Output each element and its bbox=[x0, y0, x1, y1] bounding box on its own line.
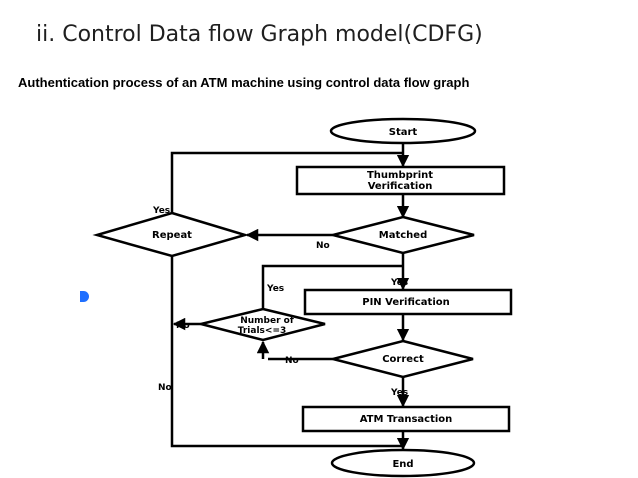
edge-label-no-trials: No bbox=[176, 321, 190, 331]
correct-decision: Correct bbox=[332, 339, 474, 379]
trials-decision: Number of Trials<=3 bbox=[200, 307, 326, 342]
thumbprint-label-line1: Thumbprint bbox=[367, 170, 433, 181]
repeat-label: Repeat bbox=[152, 230, 192, 241]
atm-transaction-node: ATM Transaction bbox=[301, 405, 511, 433]
thumbprint-label-line2: Verification bbox=[368, 181, 433, 192]
edge-label-yes-trials: Yes bbox=[266, 284, 284, 294]
slide-subtitle: Authentication process of an ATM machine… bbox=[18, 75, 470, 90]
bullet-marker bbox=[80, 291, 89, 302]
trials-label-line1: Number of bbox=[240, 316, 294, 326]
edge-label-yes-correct: Yes bbox=[390, 388, 408, 398]
repeat-decision: Repeat bbox=[92, 211, 250, 258]
matched-decision: Matched bbox=[332, 215, 475, 255]
edge-label-yes-matched: Yes bbox=[390, 278, 408, 288]
trials-label-line2: Trials<=3 bbox=[238, 326, 287, 336]
atm-transaction-label: ATM Transaction bbox=[360, 414, 453, 425]
pin-verification-node: PIN Verification bbox=[303, 288, 513, 316]
start-node: Start bbox=[329, 117, 477, 145]
edge-label-no-correct: No bbox=[285, 356, 299, 366]
edge-label-no-matched: No bbox=[316, 241, 330, 251]
correct-label: Correct bbox=[382, 354, 424, 365]
edge-label-yes-repeat: Yes bbox=[152, 206, 170, 216]
matched-label: Matched bbox=[379, 230, 427, 241]
end-label: End bbox=[392, 459, 413, 470]
pin-label: PIN Verification bbox=[362, 297, 450, 308]
edge-labels: Yes No Yes Yes No No Yes No bbox=[152, 206, 408, 398]
end-node: End bbox=[330, 448, 476, 478]
slide-title: ii. Control Data flow Graph model(CDFG) bbox=[36, 22, 483, 47]
connectors bbox=[170, 143, 410, 451]
edge-label-no-repeat: No bbox=[158, 383, 172, 393]
start-label: Start bbox=[389, 127, 418, 138]
thumbprint-verification-node: Thumbprint Verification bbox=[295, 165, 506, 196]
